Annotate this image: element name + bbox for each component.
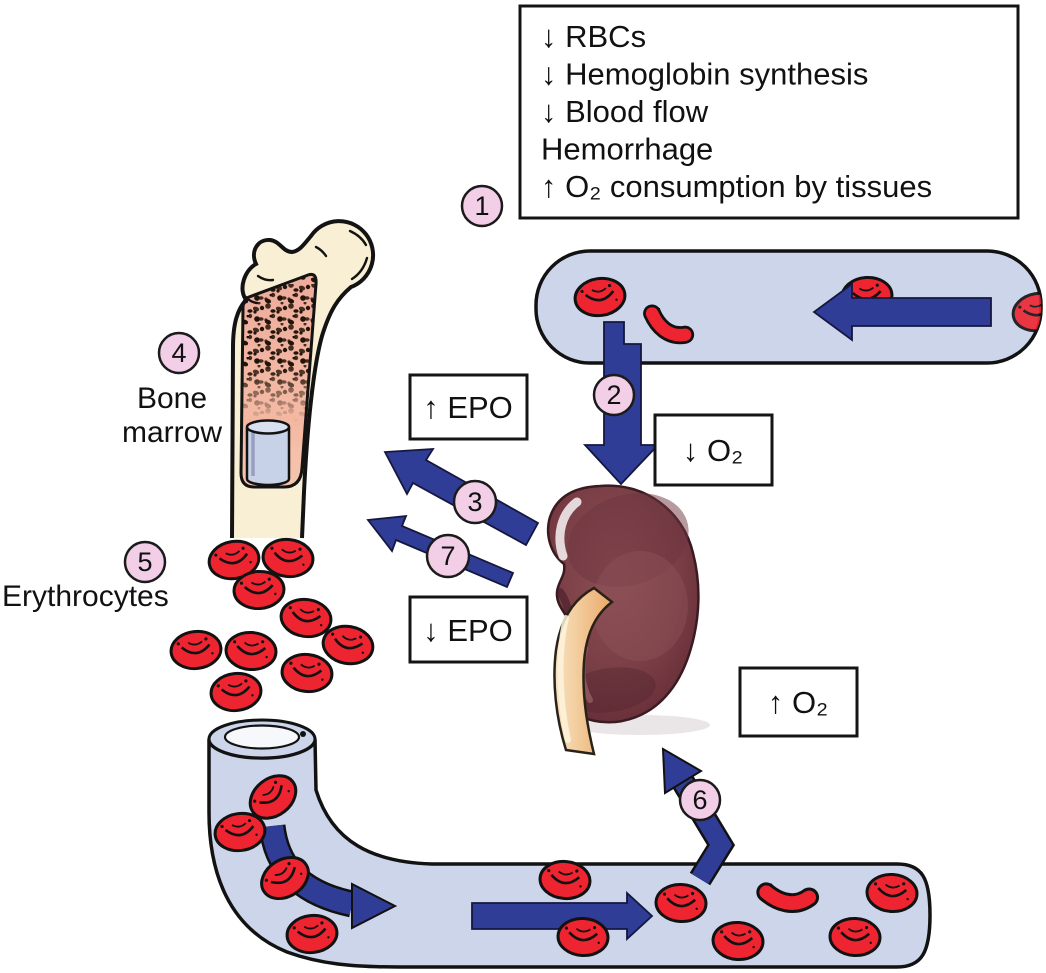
erythrocytes-label: Erythrocytes [2,580,169,613]
o2-down-frame [653,413,774,487]
causes-box-frame [518,4,1020,220]
svg-text:5: 5 [137,547,152,577]
svg-text:1: 1 [474,191,489,221]
rbc [278,650,336,696]
kidney-upper-lobe-shade [567,493,689,587]
marrow-cylinder [245,419,291,487]
ureter-highlight [557,615,571,743]
rbc [653,881,709,925]
epo-down-frame [408,595,529,664]
vessel-rim-dot [300,731,306,737]
cause-line-rbcs: ↓ RBCs [541,19,646,54]
cause-line-o2-consumption: ↑ O₂ consumption by tissues [541,169,932,204]
epo-up-box: ↑ EPO [408,373,529,441]
o2-up-frame [738,666,859,738]
rbc [555,915,611,959]
kidney-gloss [555,497,582,561]
step-marker-1: 1 [460,184,504,228]
bone-marrow-label-line2: marrow [122,416,222,449]
kidney-mid-highlight [592,551,688,661]
epo-down-box: ↓ EPO [408,595,529,664]
cause-line-blood-flow: ↓ Blood flow [541,94,709,129]
top-blood-vessel [534,249,1043,365]
cause-line-hemorrhage: Hemorrhage [541,132,713,167]
step-marker-7: 7 [425,533,471,579]
vessel-opening-lumen [223,724,301,750]
cause-line-hemoglobin: ↓ Hemoglobin synthesis [541,57,868,92]
straight-flow-arrow [471,890,654,942]
rbc [223,629,279,673]
bone-outline [230,219,376,539]
step-marker-4: 4 [157,331,201,375]
svg-text:4: 4 [171,338,186,368]
o2-up-label: ↑ O₂ [768,685,828,720]
svg-text:3: 3 [467,487,482,517]
step-marker-5: 5 [123,540,167,584]
kidney-lower-shadow [564,667,656,713]
epo-down-label: ↓ EPO [423,613,513,648]
o2-down-box: ↓ O₂ [653,413,774,487]
blood-flow-arrow-left [812,282,992,342]
step-marker-6: 6 [678,778,722,822]
svg-text:6: 6 [692,785,707,815]
rbc [207,669,265,715]
rbc [167,627,225,673]
erythrocytes-group [167,535,378,715]
svg-text:7: 7 [440,541,455,571]
bone [230,219,376,539]
rbc [827,915,883,959]
svg-text:2: 2 [606,380,621,410]
bone-detail-arcs [244,229,369,305]
step-marker-2: 2 [592,373,636,417]
o2-down-label: ↓ O₂ [683,433,743,468]
epo-up-frame [408,373,529,441]
step-marker-3: 3 [452,479,498,525]
kidney [546,484,710,756]
ureter [553,586,615,756]
bone-marrow-label-line1: Bone [137,382,207,415]
bottom-blood-vessel [207,718,932,969]
marrow-speckles [241,274,317,446]
o2-up-box: ↑ O₂ [738,666,859,738]
causes-box: ↓ RBCs ↓ Hemoglobin synthesis ↓ Blood fl… [518,4,1020,220]
epo-up-label: ↑ EPO [423,390,513,425]
